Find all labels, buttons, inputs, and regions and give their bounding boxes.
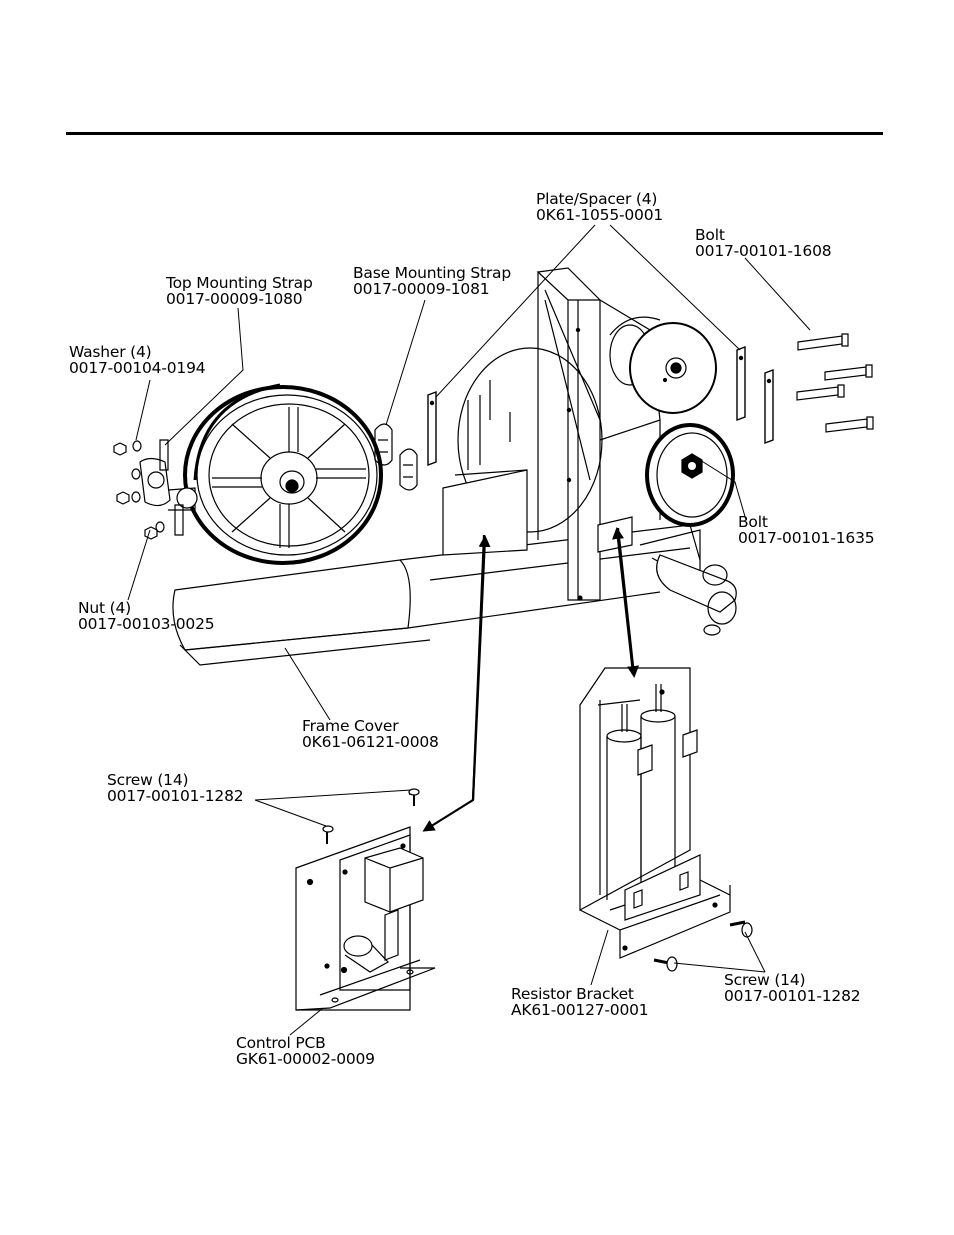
mounting-strap-clips [374,423,418,491]
resistor-bracket-name: Resistor Bracket [511,985,634,1003]
screw-left-part: 0017-00101-1282 [107,787,244,805]
nut-part: 0017-00103-0025 [78,615,215,633]
bolts-right [796,333,874,433]
plate-spacer-name: Plate/Spacer (4) [536,190,658,208]
base-mounting-strap-name: Base Mounting Strap [353,264,511,282]
side-shaft [651,554,737,636]
label-screw-right: Screw (14) 0017-00101-1282 [724,971,861,1005]
base-mounting-strap-part: 0017-00009-1081 [353,280,490,298]
screw-right-name: Screw (14) [724,971,806,989]
washer-name: Washer (4) [69,343,152,361]
label-base-mounting-strap: Base Mounting Strap 0017-00009-1081 [353,265,511,297]
mounting-bracket-left [139,439,198,536]
resistor-bracket-part: AK61-00127-0001 [511,1001,649,1019]
label-top-mounting-strap: Top Mounting Strap 0017-00009-1080 [166,275,313,307]
label-nut: Nut (4) 0017-00103-0025 [78,599,215,633]
label-resistor-bracket: Resistor Bracket AK61-00127-0001 [511,985,649,1019]
plate-spacers [427,345,774,467]
washers-nuts [113,440,165,540]
pcb-screws [322,788,420,844]
header-rule [66,132,883,135]
lower-pulley [645,423,735,527]
label-bolt-top: Bolt 0017-00101-1608 [695,226,832,260]
label-washer: Washer (4) 0017-00104-0194 [69,343,206,377]
flywheel-part [183,383,383,565]
screw-right-part: 0017-00101-1282 [724,987,861,1005]
top-mounting-strap-part: 0017-00009-1080 [166,290,303,308]
nut-name: Nut (4) [78,599,131,617]
label-control-pcb: Control PCB GK61-00002-0009 [236,1035,375,1067]
bolt-top-name: Bolt [695,226,725,244]
screw-left-name: Screw (14) [107,771,189,789]
label-frame-cover: Frame Cover 0K61-06121-0008 [302,718,439,750]
label-bolt-mid: Bolt 0017-00101-1635 [738,513,875,547]
frame-cover-part: 0K61-06121-0008 [302,733,439,751]
alternator-frame [442,267,701,601]
upper-pulley [609,316,717,414]
control-pcb-part: GK61-00002-0009 [236,1050,375,1068]
label-screw-left: Screw (14) 0017-00101-1282 [107,771,244,805]
washer-part: 0017-00104-0194 [69,359,206,377]
bolt-mid-name: Bolt [738,513,768,531]
bolt-mid-part: 0017-00101-1635 [738,529,875,547]
plate-spacer-part: 0K61-1055-0001 [536,206,664,224]
top-mounting-strap-name: Top Mounting Strap [166,274,313,292]
bolt-top-part: 0017-00101-1608 [695,242,832,260]
control-pcb-part [295,826,436,1011]
label-plate-spacer: Plate/Spacer (4) 0K61-1055-0001 [536,191,663,223]
frame-cover-name: Frame Cover [302,717,399,735]
control-pcb-name: Control PCB [236,1034,326,1052]
leader-lines [127,224,811,1036]
resistor-bracket-part [579,667,731,959]
assembly-arrows [422,527,639,832]
resistor-screws [653,920,753,972]
